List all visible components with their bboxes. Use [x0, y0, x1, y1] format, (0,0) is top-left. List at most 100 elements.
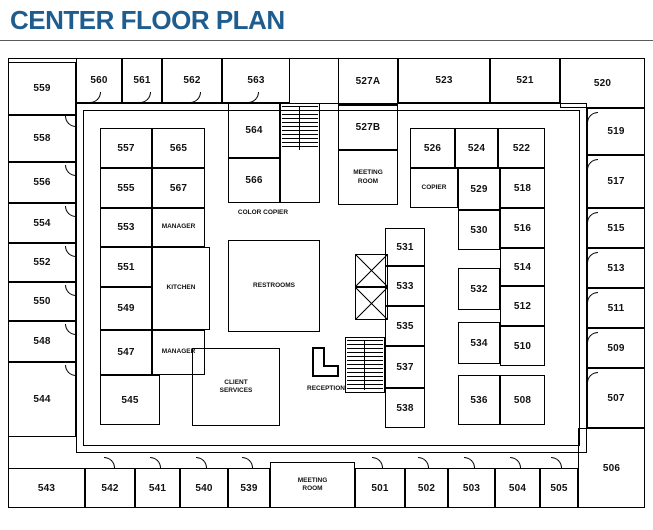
room-508: 508 — [500, 375, 545, 425]
room-509: 509 — [587, 328, 645, 368]
stairs-reception-divider-icon — [364, 340, 365, 390]
room-516-label: 516 — [513, 222, 532, 234]
room-558-label: 558 — [33, 133, 51, 144]
room-518-label: 518 — [513, 182, 532, 194]
room-manager-lower: MANAGER — [152, 330, 205, 375]
stairs-reception-icon — [347, 340, 383, 390]
room-copier: COPIER — [410, 168, 458, 208]
room-restrooms-label: RESTROOMS — [253, 281, 295, 289]
room-532-label: 532 — [470, 283, 488, 295]
room-542-label: 542 — [101, 482, 119, 494]
room-529: 529 — [458, 168, 500, 210]
room-527A-label: 527A — [355, 76, 381, 87]
room-510-label: 510 — [513, 340, 532, 352]
room-512: 512 — [500, 286, 545, 326]
room-533-label: 533 — [396, 280, 414, 292]
room-553: 553 — [100, 208, 152, 247]
room-511-label: 511 — [607, 302, 625, 314]
room-510: 510 — [500, 326, 545, 366]
room-527B-label: 527B — [355, 122, 381, 133]
room-restrooms: RESTROOMS — [228, 240, 320, 332]
room-521-label: 521 — [516, 75, 534, 86]
room-558: 558 — [8, 115, 76, 162]
room-520: 520 — [560, 58, 645, 108]
room-564: 564 — [228, 103, 280, 158]
room-540: 540 — [180, 468, 228, 508]
room-551: 551 — [100, 247, 152, 287]
room-532: 532 — [458, 268, 500, 310]
room-563-label: 563 — [247, 75, 265, 86]
room-560: 560 — [76, 58, 122, 103]
room-530: 530 — [458, 210, 500, 250]
room-544-label: 544 — [33, 394, 51, 405]
room-556: 556 — [8, 162, 76, 203]
stairs-top-icon — [282, 106, 318, 150]
room-534: 534 — [458, 322, 500, 364]
label-reception: RECEPTION — [296, 381, 356, 397]
room-522: 522 — [498, 128, 545, 168]
room-509-label: 509 — [607, 342, 625, 354]
room-522-label: 522 — [512, 142, 531, 154]
room-543: 543 — [8, 468, 85, 508]
room-554-label: 554 — [33, 217, 51, 229]
room-527A: 527A — [338, 58, 398, 105]
room-515: 515 — [587, 208, 645, 248]
room-508-label: 508 — [513, 394, 532, 406]
room-565-label: 565 — [169, 142, 188, 154]
room-520-label: 520 — [593, 77, 612, 89]
room-539: 539 — [228, 468, 270, 508]
room-549-label: 549 — [117, 303, 135, 314]
room-561-label: 561 — [133, 75, 151, 86]
label-reception-label: RECEPTION — [307, 384, 345, 392]
room-555-label: 555 — [117, 182, 135, 194]
core-wall-outer — [76, 103, 587, 453]
room-meeting-interior: MEETING ROOM — [338, 150, 398, 205]
room-meeting-bottom: MEETING ROOM — [270, 462, 355, 508]
room-531: 531 — [385, 228, 425, 266]
room-545-label: 545 — [121, 394, 139, 406]
room-506: 506 — [578, 428, 645, 508]
room-559: 559 — [8, 62, 76, 115]
room-547: 547 — [100, 330, 152, 375]
room-536-label: 536 — [470, 394, 488, 406]
room-manager-lower-label: MANAGER — [161, 348, 196, 356]
room-meeting-bottom-label: MEETING ROOM — [297, 476, 328, 492]
room-540-label: 540 — [195, 482, 213, 494]
room-557-label: 557 — [117, 142, 135, 154]
room-534-label: 534 — [470, 337, 488, 349]
room-541: 541 — [135, 468, 180, 508]
room-507-label: 507 — [607, 392, 625, 404]
room-meeting-interior-label: MEETING ROOM — [353, 169, 383, 185]
room-545: 545 — [100, 375, 160, 425]
stairs-top-divider-icon — [299, 106, 300, 150]
room-539-label: 539 — [240, 482, 258, 494]
room-514: 514 — [500, 248, 545, 286]
room-550-label: 550 — [33, 296, 51, 307]
room-524-label: 524 — [467, 142, 486, 154]
room-566: 566 — [228, 158, 280, 203]
room-513-label: 513 — [607, 262, 625, 274]
room-537: 537 — [385, 346, 425, 388]
elevator-icon — [355, 254, 388, 287]
room-535: 535 — [385, 306, 425, 346]
room-530-label: 530 — [470, 224, 488, 236]
room-501-label: 501 — [371, 482, 389, 494]
room-526-label: 526 — [423, 142, 442, 154]
room-517-label: 517 — [607, 176, 625, 187]
room-505-label: 505 — [550, 482, 568, 494]
reception-desk-icon — [312, 347, 339, 377]
room-547-label: 547 — [117, 347, 135, 358]
room-503-label: 503 — [462, 482, 481, 494]
room-517: 517 — [587, 155, 645, 208]
room-564-label: 564 — [245, 125, 263, 136]
label-color-copier-label: COLOR COPIER — [237, 208, 289, 216]
room-511: 511 — [587, 288, 645, 328]
room-506-label: 506 — [602, 462, 621, 474]
room-529-label: 529 — [470, 183, 488, 195]
room-kitchen: KITCHEN — [152, 247, 210, 330]
room-543-label: 543 — [37, 482, 56, 494]
room-538: 538 — [385, 388, 425, 428]
room-548-label: 548 — [33, 336, 51, 347]
room-560-label: 560 — [90, 75, 108, 86]
